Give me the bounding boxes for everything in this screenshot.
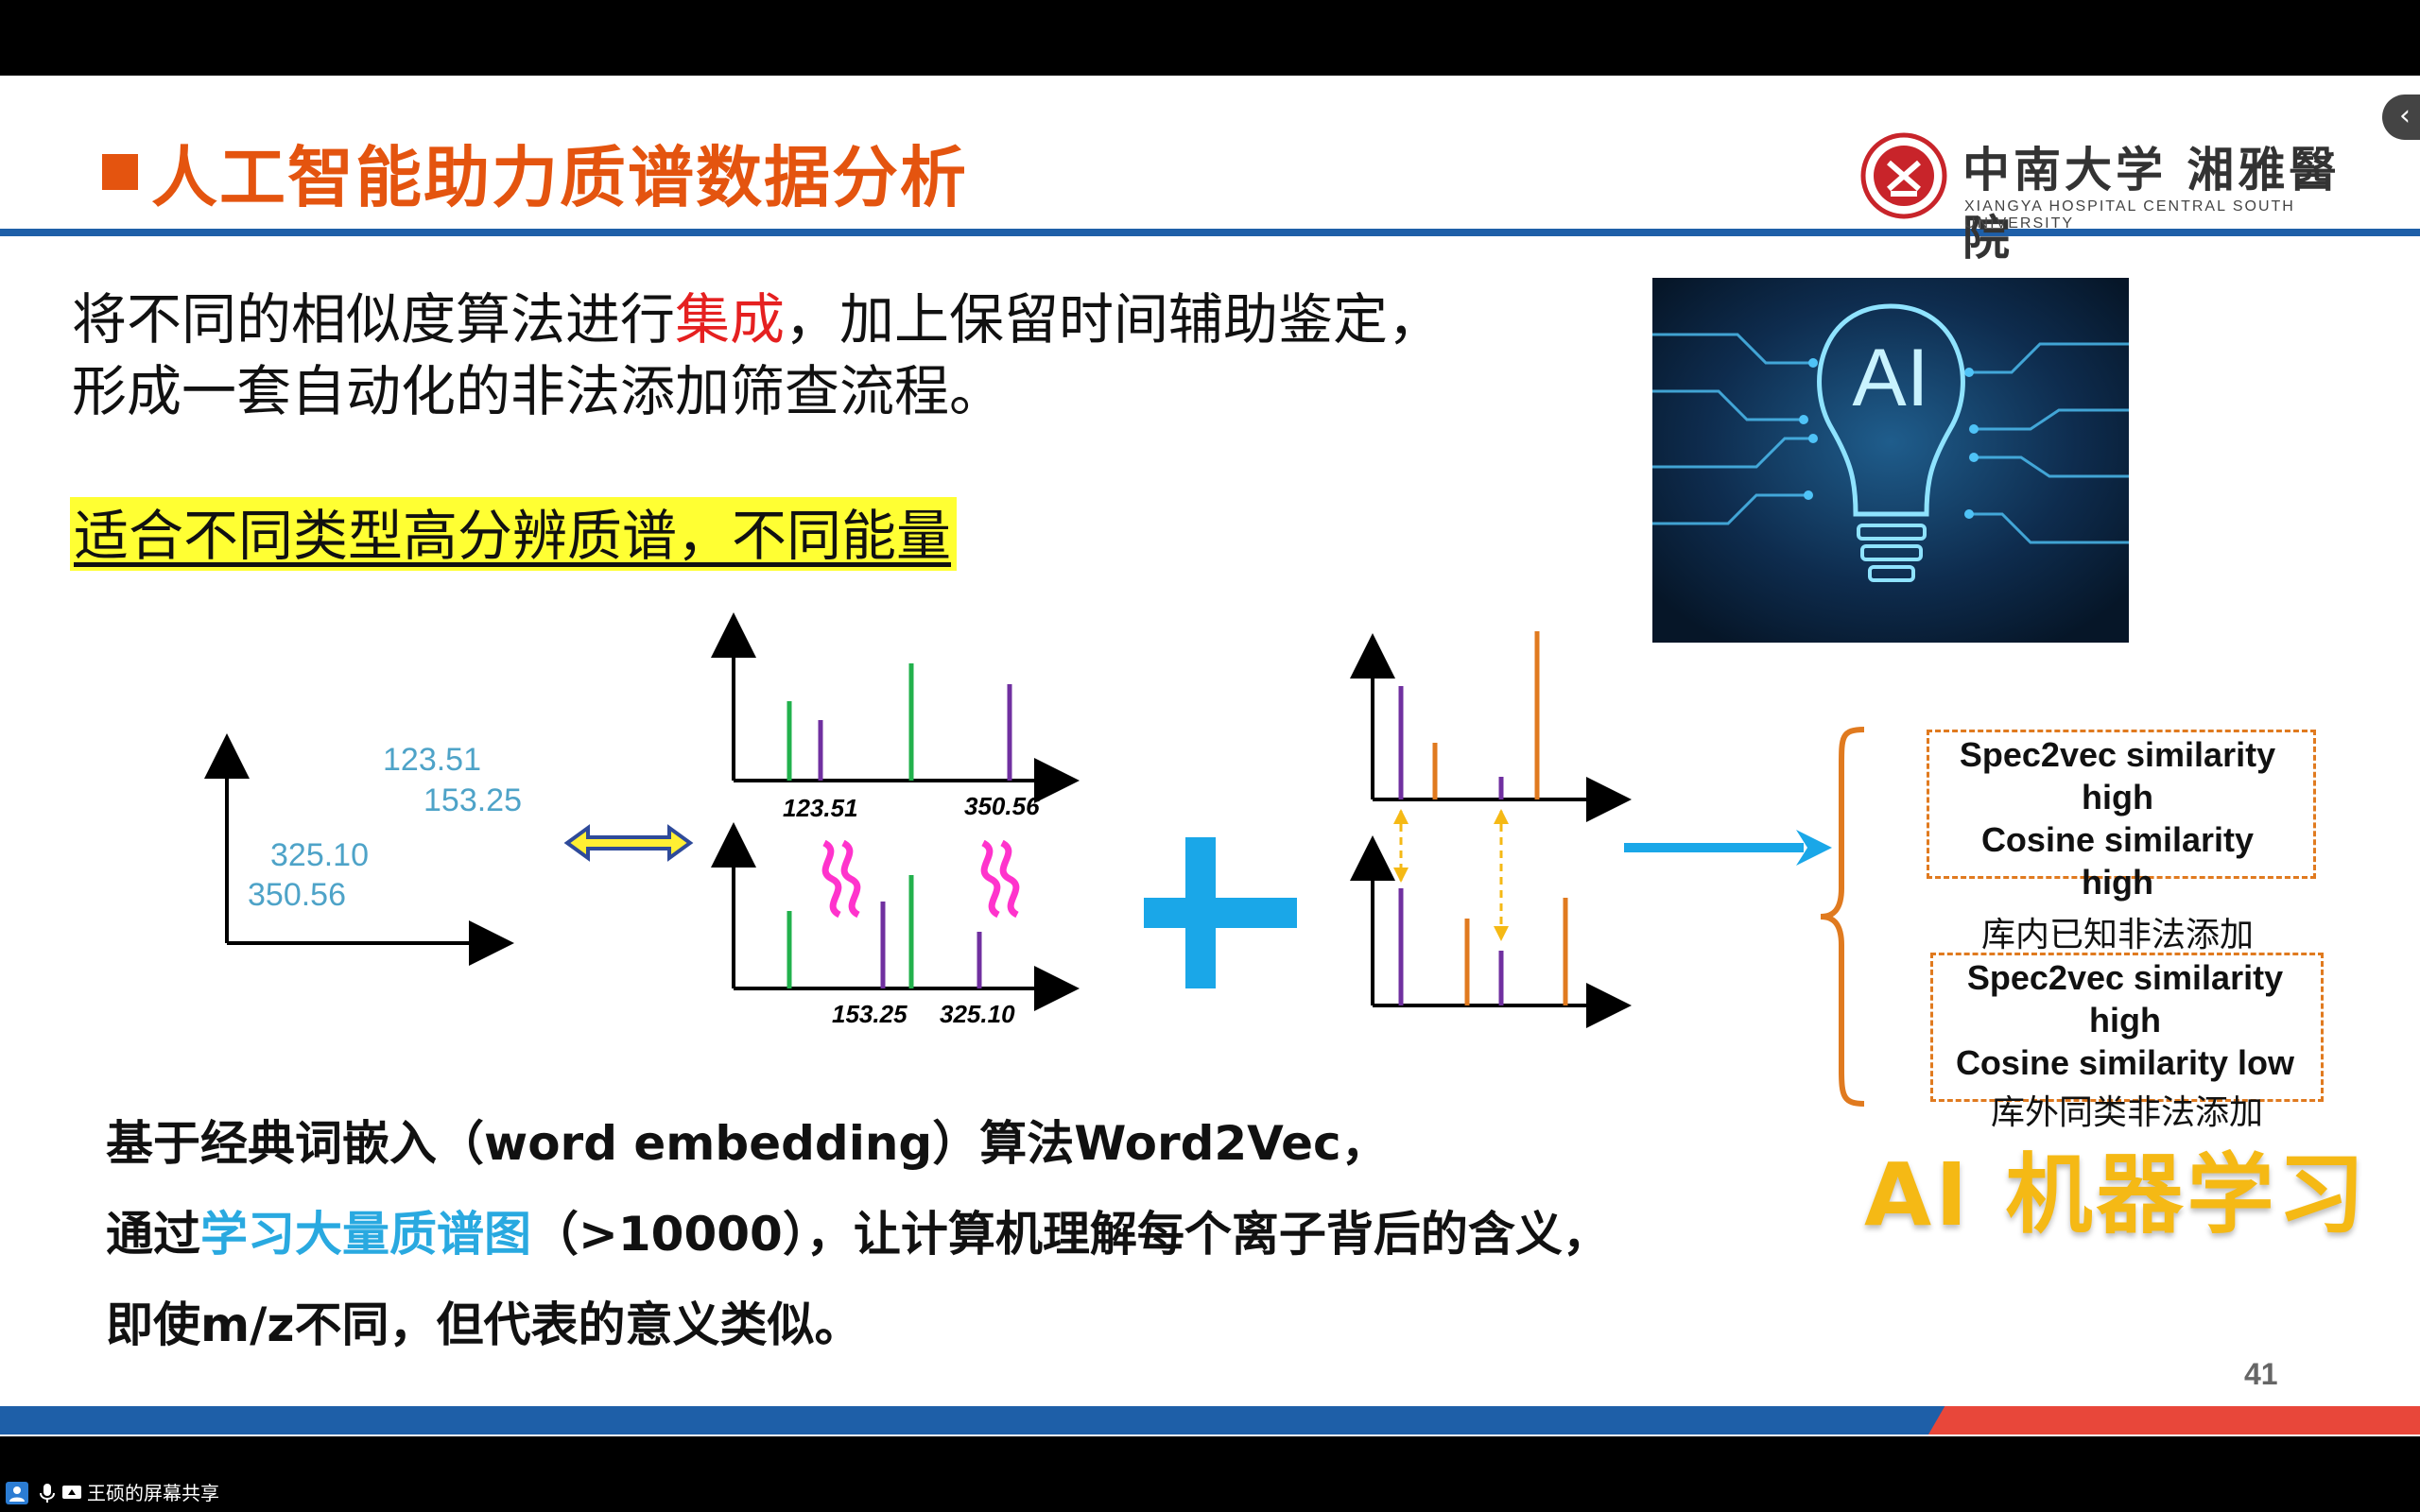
screen-share-label: 王硕的屏幕共享 — [87, 1482, 219, 1504]
result-2-line-1: Spec2vec similarity — [1966, 958, 2284, 997]
result-box-2 — [1930, 953, 2324, 1102]
bottom-line-2: 通过学习大量质谱图（>10000），让计算机理解每个离子背后的含义， — [106, 1189, 1610, 1280]
title-text: 人工智能助力质谱数据分析 — [151, 138, 968, 216]
bottom-line-2-end: （>10000），让计算机理解每个离子背后的含义， — [531, 1207, 1610, 1262]
chevron-left-icon: ‹ — [2399, 99, 2411, 132]
title-divider — [0, 229, 2420, 236]
bottom-highlight: 学习大量质谱图 — [200, 1207, 531, 1262]
upper-spectrum: 123.51 350.56 — [711, 612, 1080, 822]
upper-label-1: 123.51 — [783, 794, 858, 822]
result-brace — [1820, 727, 1865, 1107]
microphone-icon[interactable] — [36, 1482, 59, 1504]
bottom-line-1: 基于经典词嵌入（word embedding）算法Word2Vec， — [106, 1116, 1389, 1171]
logo-cn-text: 中南大学 湘雅醫院 — [1962, 142, 2341, 266]
intro-highlight: 集成 — [675, 287, 786, 352]
lower-spectrum: 153.25 325.10 — [711, 822, 1080, 1028]
plot-label-1: 123.51 — [383, 742, 481, 778]
footer-red-bar — [1928, 1406, 2420, 1435]
screen-share-bar: 王硕的屏幕共享 — [0, 1474, 2420, 1512]
intro-line-1-end: ，加上保留时间辅助鉴定， — [785, 287, 1443, 352]
result-1-line-2: high — [2082, 778, 2153, 816]
highlight-badge: 适合不同类型高分辨质谱，不同能量 — [70, 497, 958, 571]
intro-line-1-start: 将不同的相似度算法进行 — [72, 287, 676, 352]
mz-scatter-plot: 123.51 153.25 325.10 350.56 — [204, 733, 522, 966]
plot-label-4: 350.56 — [248, 877, 346, 913]
wavy-marks — [821, 839, 1020, 919]
screen-share-icon[interactable] — [60, 1482, 83, 1504]
ai-ml-label: AI 机器学习 — [1864, 1144, 2369, 1246]
bottom-line-3: 即使m/z不同，但代表的意义类似。 — [106, 1297, 862, 1352]
bottom-paragraph: 基于经典词嵌入（word embedding）算法Word2Vec， 通过学习大… — [106, 1098, 1610, 1370]
plus-icon — [1144, 837, 1297, 988]
user-icon[interactable] — [6, 1482, 28, 1504]
xiangya-emblem-icon — [1860, 132, 1947, 219]
upper-label-2: 350.56 — [964, 792, 1040, 820]
result-box-1 — [1927, 730, 2316, 879]
plot-label-3: 325.10 — [270, 837, 369, 873]
double-arrow-icon — [563, 824, 694, 862]
slide-title: 人工智能助力质谱数据分析 — [102, 125, 968, 219]
result-2-line-2: high — [2089, 1001, 2161, 1040]
lower-label-2: 325.10 — [940, 1000, 1015, 1028]
ai-image-label: AI — [1852, 333, 1928, 423]
slide: 人工智能助力质谱数据分析 中南大学 湘雅醫院 XIANGYA HOSPITAL … — [0, 76, 2420, 1436]
page-number: 41 — [2244, 1357, 2278, 1391]
result-2-line-3: Cosine similarity low — [1955, 1043, 2295, 1082]
result-1-line-1: Spec2vec similarity — [1959, 735, 2276, 774]
intro-paragraph: 将不同的相似度算法进行集成，加上保留时间辅助鉴定， 形成一套自动化的非法添加筛查… — [72, 284, 1584, 427]
comparison-spectrum-lower — [1350, 835, 1632, 1028]
intro-line-1: 将不同的相似度算法进行集成，加上保留时间辅助鉴定， — [72, 284, 1584, 355]
ai-lightbulb-image: AI — [1652, 278, 2129, 643]
result-1-line-3: Cosine similarity — [1980, 820, 2255, 859]
result-1-line-4: high — [2082, 863, 2153, 902]
top-black-bar — [0, 0, 2420, 76]
bottom-line-2-start: 通过 — [106, 1207, 200, 1262]
lower-label-1: 153.25 — [832, 1000, 908, 1028]
result-1-text: Spec2vec similarity high Cosine similari… — [1919, 733, 2316, 903]
logo-en-text: XIANGYA HOSPITAL CENTRAL SOUTH UNIVERSIT… — [1964, 198, 2295, 232]
intro-line-2: 形成一套自动化的非法添加筛查流程。 — [72, 359, 1005, 423]
result-2-caption: 库外同类非法添加 — [1990, 1093, 2263, 1132]
result-2-text: Spec2vec similarity high Cosine similari… — [1927, 956, 2324, 1084]
result-arrow-icon — [1624, 830, 1832, 866]
plot-label-2: 153.25 — [424, 782, 522, 818]
side-panel-toggle[interactable]: ‹ — [2382, 94, 2420, 140]
match-arrows — [1393, 809, 1509, 941]
title-bullet-icon — [102, 154, 138, 190]
hospital-logo: 中南大学 湘雅醫院 XIANGYA HOSPITAL CENTRAL SOUTH… — [1860, 129, 2342, 266]
comparison-spectrum-upper — [1350, 631, 1632, 822]
result-1-caption: 库内已知非法添加 — [1980, 916, 2254, 954]
workflow-diagram: 123.51 153.25 325.10 350.56 123.51 350.5… — [204, 612, 1865, 1107]
